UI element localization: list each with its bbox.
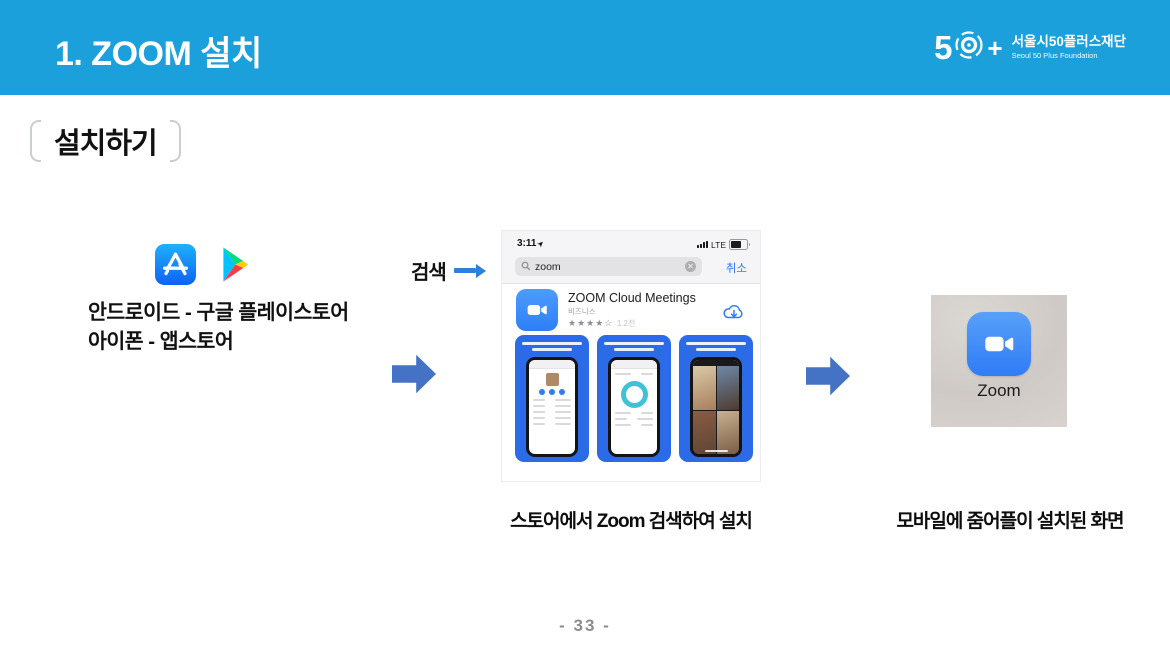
- appstore-screenshot: 3:11 ➤ LTE zoom ✕ 취소: [502, 231, 760, 481]
- app-result-row[interactable]: ZOOM Cloud Meetings 비즈니스 ★★★★☆ 1.2천: [516, 289, 746, 331]
- phone-mockup-3: [690, 357, 742, 457]
- zoom-app-icon-installed[interactable]: [967, 312, 1031, 376]
- screenshot-statusbar-area: 3:11 ➤ LTE zoom ✕ 취소: [502, 231, 760, 284]
- zoom-app-icon: [516, 289, 558, 331]
- search-query-text: zoom: [535, 260, 561, 273]
- logo-plus: +: [987, 32, 1003, 63]
- status-time: 3:11 ➤: [517, 238, 547, 249]
- app-category: 비즈니스: [568, 307, 596, 316]
- flow-arrow-icon-2: [806, 356, 850, 396]
- phone-mockup-1: [526, 357, 578, 457]
- foundation-name-en: Seoul 50 Plus Foundation: [1011, 51, 1098, 61]
- caption-search-install: 스토어에서 Zoom 검색하여 설치: [510, 511, 753, 532]
- google-play-icon: [216, 244, 253, 290]
- left-bracket-decoration: [30, 120, 41, 162]
- battery-icon: [729, 239, 750, 250]
- app-name: ZOOM Cloud Meetings: [568, 291, 696, 305]
- app-rating-count: 1.2천: [616, 319, 636, 328]
- avatar: [545, 373, 559, 386]
- status-right-icons: LTE: [697, 239, 750, 250]
- network-label: LTE: [711, 239, 726, 250]
- preview-card-meeting: [515, 335, 589, 462]
- video-grid: [693, 360, 739, 454]
- foundation-logo: 5 + 서울시50플러스재단 Seoul 50 Plus Foundation: [934, 30, 1126, 65]
- logo-number: 5: [934, 29, 953, 66]
- section-title: 설치하기: [54, 128, 158, 160]
- app-rating: ★★★★☆ 1.2천: [568, 318, 636, 328]
- store-icons-row: [155, 244, 253, 290]
- preview-card-chat: [597, 335, 671, 462]
- platform-line-iphone: 아이폰 - 앱스토어: [88, 330, 234, 353]
- platform-instructions: 안드로이드 - 구글 플레이스토어 아이폰 - 앱스토어: [88, 298, 349, 356]
- search-callout: 검색: [411, 256, 486, 285]
- app-meta: ZOOM Cloud Meetings 비즈니스 ★★★★☆ 1.2천: [568, 291, 722, 329]
- search-arrow-icon: [453, 263, 486, 278]
- app-preview-cards: [515, 335, 753, 462]
- section-heading: 설치하기: [30, 120, 181, 162]
- search-icon: [521, 258, 531, 276]
- right-bracket-decoration: [169, 120, 181, 162]
- app-store-icon: [155, 244, 196, 290]
- phone-mockup-2: [608, 357, 660, 457]
- donut-graphic: [620, 381, 648, 408]
- foundation-logo-mark: 5 +: [934, 30, 1003, 65]
- logo-target-icon: [954, 30, 984, 65]
- foundation-name-ko: 서울시50플러스재단: [1011, 34, 1126, 50]
- search-input[interactable]: zoom ✕: [515, 257, 702, 276]
- header-banner: 1. ZOOM 설치 5 + 서울시50플러스재단 Seoul 50 Plus …: [0, 0, 1170, 95]
- platform-line-android: 안드로이드 - 구글 플레이스토어: [88, 301, 349, 324]
- caption-installed: 모바일에 줌어플이 설치된 화면: [896, 511, 1124, 532]
- location-arrow-icon: ➤: [537, 239, 547, 249]
- signal-bars-icon: [697, 240, 709, 249]
- page-number: - 33 -: [559, 616, 611, 635]
- cloud-download-icon[interactable]: [722, 301, 746, 328]
- foundation-logo-text: 서울시50플러스재단 Seoul 50 Plus Foundation: [1012, 34, 1126, 60]
- search-callout-label: 검색: [411, 262, 447, 284]
- preview-card-video: [679, 335, 753, 462]
- cancel-button[interactable]: 취소: [725, 263, 747, 275]
- page-title: 1. ZOOM 설치: [55, 35, 262, 73]
- installed-screenshot: Zoom: [931, 295, 1067, 427]
- zoom-app-label: Zoom: [977, 381, 1021, 400]
- clear-icon[interactable]: ✕: [685, 261, 696, 272]
- flow-arrow-icon-1: [392, 354, 436, 394]
